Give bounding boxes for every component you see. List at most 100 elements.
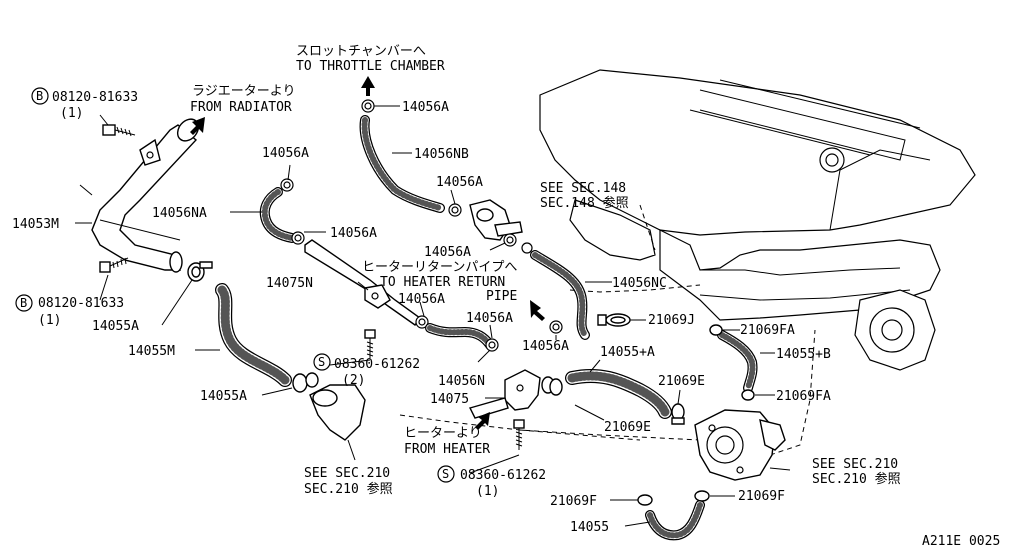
hose-14055M (215, 283, 292, 387)
label-screw1-num: 08360-61262 (334, 357, 420, 372)
label-bolt-bottom-num-text: 08120-81633 (38, 296, 124, 311)
bolt-top (102, 124, 136, 137)
clamp-21069F-2 (694, 490, 710, 502)
label-14055A-2: 14055A (200, 389, 247, 404)
screw-top (364, 329, 376, 358)
label-14056A-2: 14056A (436, 175, 483, 190)
svg-text:S: S (318, 355, 325, 369)
marker-s-2: S (437, 465, 455, 483)
label-heater-return-en1: TO HEATER RETURN (380, 275, 505, 290)
fitting-sec148 (469, 199, 523, 241)
svg-text:B: B (20, 296, 27, 310)
clamp-14055A-bottom (292, 372, 319, 393)
hose-14055-plus-B (717, 330, 758, 393)
bolt-bottom (99, 257, 129, 273)
label-bolt-top-num: 08120-81633 (52, 90, 138, 105)
clamp-14056A-top (361, 99, 375, 113)
label-heater-return-jp: ヒーターリターンパイプへ (362, 260, 517, 275)
label-14055: 14055 (570, 520, 609, 535)
clamp-21069FA-2 (741, 389, 755, 401)
clamp-14056A-5 (503, 233, 533, 254)
label-14056A-3: 14056A (262, 146, 309, 161)
label-14056A-6: 14056A (398, 292, 445, 307)
clamp-14056A-4 (291, 231, 305, 245)
label-from-radiator-jp: ラジエーターより (192, 84, 295, 99)
clamp-14055A-top (187, 261, 213, 282)
clamp-14056A-7 (485, 338, 499, 352)
marker-b-bottom: B (15, 294, 33, 312)
label-from-heater-jp: ヒーターより (404, 426, 482, 441)
label-21069E-1: 21069E (658, 374, 705, 389)
label-see-sec210-left-b: SEC.210 参照 (304, 481, 393, 497)
screw-bottom (513, 419, 525, 450)
label-bolt-top-qty: (1) (60, 106, 83, 121)
clamp-14056A-8 (549, 320, 563, 334)
label-14056NA: 14056NA (152, 206, 207, 221)
clamp-21069FA-1 (709, 324, 723, 336)
reference-lines (399, 204, 816, 456)
label-see-sec210-left-a: SEE SEC.210 (304, 466, 390, 481)
label-21069F-1: 21069F (550, 494, 597, 509)
hose-14056NC (530, 250, 590, 340)
clamp-21069E-2 (549, 378, 563, 396)
hose-14056NB (359, 115, 445, 213)
clamp-14056A-6 (415, 315, 429, 329)
label-from-heater-en: FROM HEATER (404, 442, 490, 457)
svg-text:B: B (36, 89, 43, 103)
label-14056A-4: 14056A (330, 226, 377, 241)
label-14055A-1: 14055A (92, 319, 139, 334)
hose-14055-plus-A (565, 368, 672, 419)
label-14056NB: 14056NB (414, 147, 469, 162)
pipe-14075N (304, 239, 421, 326)
hose-14056NA (259, 187, 297, 243)
label-21069FA-2: 21069FA (776, 389, 831, 404)
label-14056NC: 14056NC (612, 276, 667, 291)
engine-block (539, 69, 976, 371)
label-see-sec210-right-a: SEE SEC.210 (812, 457, 898, 472)
label-screw2-num: 08360-61262 (460, 468, 546, 483)
marker-s-1: S (313, 353, 331, 371)
label-screw2-qty: (1) (476, 484, 499, 499)
marker-b-top: B (31, 87, 49, 105)
label-14075N: 14075N (266, 276, 313, 291)
label-see-sec148-b: SEC.148 参照 (540, 195, 629, 211)
arrow-heater-return (530, 300, 545, 321)
clamp-14056A-2 (448, 203, 462, 217)
label-14056A-7: 14056A (466, 311, 513, 326)
arrow-to-throttle (361, 76, 375, 96)
label-14056A-1: 14056A (402, 100, 449, 115)
label-21069FA-1: 21069FA (740, 323, 795, 338)
arrow-from-heater (475, 412, 490, 430)
water-outlet (309, 384, 366, 441)
clamp-21069J (597, 313, 631, 327)
label-14075: 14075 (430, 392, 469, 407)
label-to-throttle-en: TO THROTTLE CHAMBER (296, 59, 445, 74)
svg-text:S: S (442, 467, 449, 481)
label-21069E-2: 21069E (604, 420, 651, 435)
arrow-from-radiator (190, 117, 205, 135)
figure-code: A211E 0025 (922, 534, 1000, 549)
label-from-radiator-en: FROM RADIATOR (190, 100, 292, 115)
hose-14056N (425, 323, 495, 350)
label-21069J: 21069J (648, 313, 695, 328)
label-see-sec210-right-b: SEC.210 参照 (812, 471, 901, 487)
label-bolt-bottom-qty: (1) (38, 313, 61, 328)
label-14056N: 14056N (438, 374, 485, 389)
label-14055-plus-B: 14055+B (776, 347, 831, 362)
label-to-throttle-jp: スロットチャンバーへ (296, 44, 426, 59)
hose-14055 (645, 500, 705, 541)
label-heater-return-en2: PIPE (486, 289, 517, 304)
label-14053M: 14053M (12, 217, 59, 232)
label-14055M: 14055M (128, 344, 175, 359)
label-21069F-2: 21069F (738, 489, 785, 504)
pipe-14053M (79, 118, 200, 273)
label-14056A-5: 14056A (424, 245, 471, 260)
thermostat-housing (694, 409, 786, 481)
clamp-21069E (671, 403, 685, 425)
clamp-14056A-3 (280, 178, 294, 192)
leader-lines (75, 105, 791, 527)
label-14055-plus-A: 14055+A (600, 345, 655, 360)
label-14056A-8: 14056A (522, 339, 569, 354)
label-screw1-qty: (2) (342, 373, 365, 388)
